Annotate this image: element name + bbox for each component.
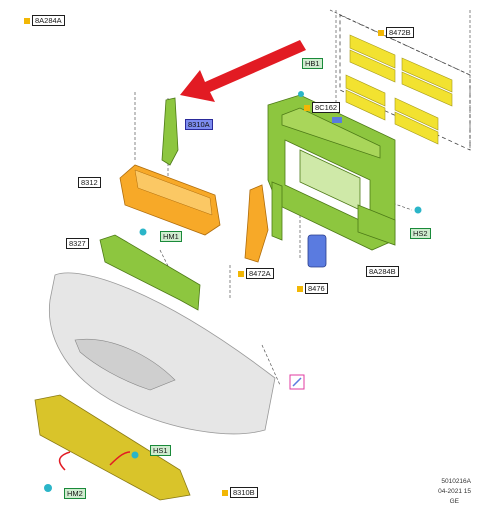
callout-8c162: 8C162 <box>304 102 341 113</box>
air-deflector-8312 <box>119 164 221 236</box>
square-marker-icon <box>304 104 310 111</box>
callout-8327: 8327 <box>66 238 89 249</box>
footer-region: GE <box>449 498 459 505</box>
shutter-grilles-8472b <box>339 14 471 151</box>
callout-8312: 8312 <box>78 177 101 188</box>
square-marker-icon <box>297 285 303 292</box>
square-marker-icon <box>378 29 384 36</box>
callout-hs2: HS2 <box>410 228 431 239</box>
footer-date: 04-2021 15 <box>438 488 471 495</box>
callout-hm2: HM2 <box>64 488 86 499</box>
footer-doc-id: 5010216A <box>441 478 471 485</box>
callout-hm1: HM1 <box>160 231 182 242</box>
callout-8310b: 8310B <box>222 487 258 498</box>
front-carrier-frame <box>267 94 396 251</box>
bracket-8310a <box>161 97 179 166</box>
callout-8472a: 8472A <box>238 268 274 279</box>
clip-hs1-icon <box>131 451 139 459</box>
square-marker-icon <box>222 489 228 496</box>
callout-hb1: HB1 <box>302 58 323 69</box>
curved-arrows <box>58 451 131 471</box>
callout-8a284a-top: 8A284A <box>24 15 65 26</box>
callout-8476: 8476 <box>297 283 328 294</box>
red-pointer-arrow <box>180 40 306 102</box>
clip-8c162-icon <box>332 117 342 123</box>
bumper-cover <box>48 272 276 435</box>
square-marker-icon <box>24 17 30 24</box>
callout-8310a: 8310A <box>185 119 213 130</box>
square-marker-icon <box>238 270 244 277</box>
clip-hs2-icon <box>414 206 422 214</box>
callout-8a284b: 8A284B <box>366 266 399 277</box>
callout-8472b: 8472B <box>378 27 414 38</box>
support-8327 <box>99 234 201 311</box>
clip-hm2-icon <box>44 484 52 492</box>
air-guide-8472a <box>244 184 269 263</box>
clip-hm1-icon <box>139 228 147 236</box>
clip-icons <box>44 91 422 492</box>
callout-hs1: HS1 <box>150 445 171 456</box>
clip-hb1-icon <box>298 91 304 97</box>
part-8476 <box>307 234 327 268</box>
clip-highlight-icon <box>289 374 305 390</box>
lower-absorber-8310b <box>34 394 191 501</box>
